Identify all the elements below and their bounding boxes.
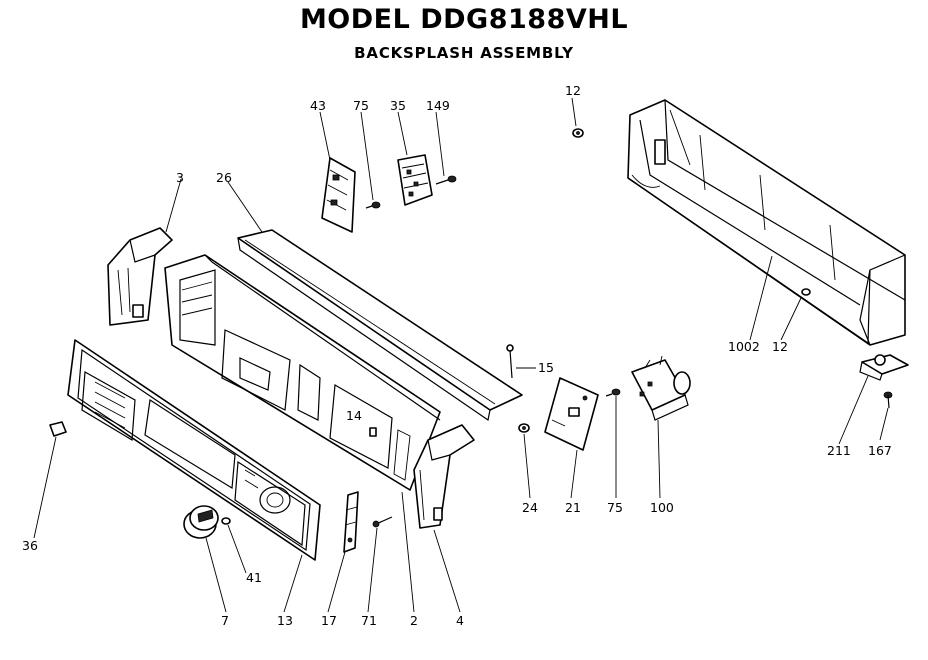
assembly-subtitle: BACKSPLASH ASSEMBLY [354,44,574,62]
callout-21: 21 [565,500,581,515]
callout-211: 211 [827,443,851,458]
part-71-screw [372,516,393,528]
leader-lines [33,97,889,613]
callout-149: 149 [426,98,450,113]
callout-167: 167 [868,443,892,458]
callout-labels: 43 75 35 149 12 3 26 1002 12 15 14 36 24… [22,83,892,628]
part-75-screw-top [365,201,381,209]
callout-75-mid: 75 [607,500,623,515]
callout-1002: 1002 [728,339,760,354]
part-17-switch [343,491,359,553]
part-43-bracket [321,157,356,233]
callout-14: 14 [346,408,362,423]
part-167-screw [883,391,893,409]
part-26-trim-strip [237,229,523,422]
part-15-screw [506,344,514,379]
callout-24: 24 [522,500,538,515]
part-12-nut-right [801,288,811,296]
callout-7: 7 [221,613,229,628]
part-211-bracket [859,354,909,381]
part-7-knob [183,505,219,539]
callout-13: 13 [277,613,293,628]
callout-12-right: 12 [772,339,788,354]
callout-17: 17 [321,613,337,628]
part-35-terminal-block [397,154,433,206]
part-149-screw [435,175,457,185]
callout-41: 41 [246,570,262,585]
callout-100: 100 [650,500,674,515]
part-21-control-board [544,377,599,451]
part-12-nut-top [572,128,584,138]
part-3-end-cap-left [107,227,173,326]
callout-12-top: 12 [565,83,581,98]
callout-2: 2 [410,613,418,628]
callout-3: 3 [176,170,184,185]
callout-4: 4 [456,613,464,628]
model-title: MODEL DDG8188VHL [299,4,629,35]
callout-43: 43 [310,98,326,113]
callout-71: 71 [361,613,377,628]
part-4-end-cap-right [413,424,475,529]
callout-36: 36 [22,538,38,553]
callout-15: 15 [538,360,554,375]
callout-75-top: 75 [353,98,369,113]
part-24-nut [518,423,530,433]
part-36-button [49,421,67,437]
callout-26: 26 [216,170,232,185]
part-41-clip [221,517,231,525]
callout-35: 35 [390,98,406,113]
part-100-timer [631,355,691,421]
part-1002-backsplash-housing [627,99,906,346]
part-75-screw-mid [605,388,621,397]
part-13-control-panel [67,339,321,561]
